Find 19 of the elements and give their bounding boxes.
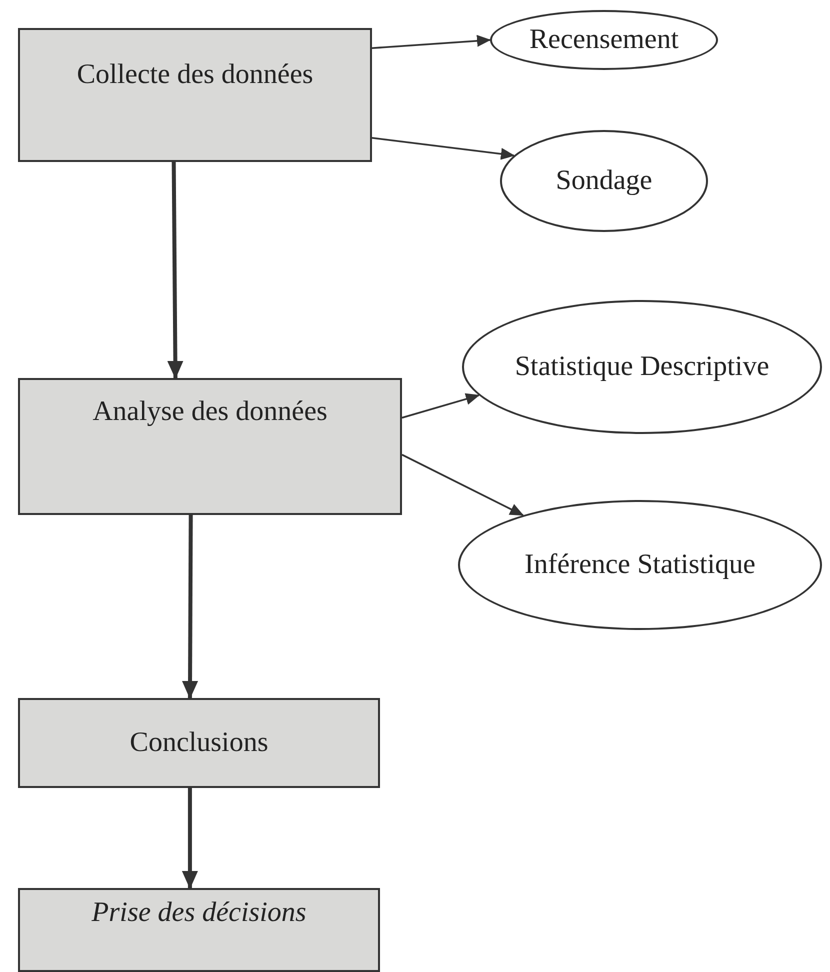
node-label: Prise des décisions [92, 897, 306, 930]
process-box [18, 378, 402, 515]
node-label: Sondage [556, 164, 652, 198]
arrow [372, 136, 515, 160]
node-label: Conclusions [130, 726, 268, 760]
process-box [18, 28, 372, 162]
node-label: Collecte des données [76, 58, 314, 91]
node-label: Statistique Descriptive [514, 350, 770, 384]
arrow [372, 34, 491, 49]
node-label: Inférence Statistique [524, 548, 756, 582]
arrow [402, 393, 480, 419]
arrow [182, 788, 198, 889]
arrow [167, 162, 184, 379]
arrow [402, 454, 524, 516]
node-label: Recensement [529, 24, 679, 56]
arrow [182, 514, 198, 699]
process-box [18, 888, 380, 972]
process-box [18, 698, 380, 788]
node-label: Analyse des données [92, 396, 328, 428]
